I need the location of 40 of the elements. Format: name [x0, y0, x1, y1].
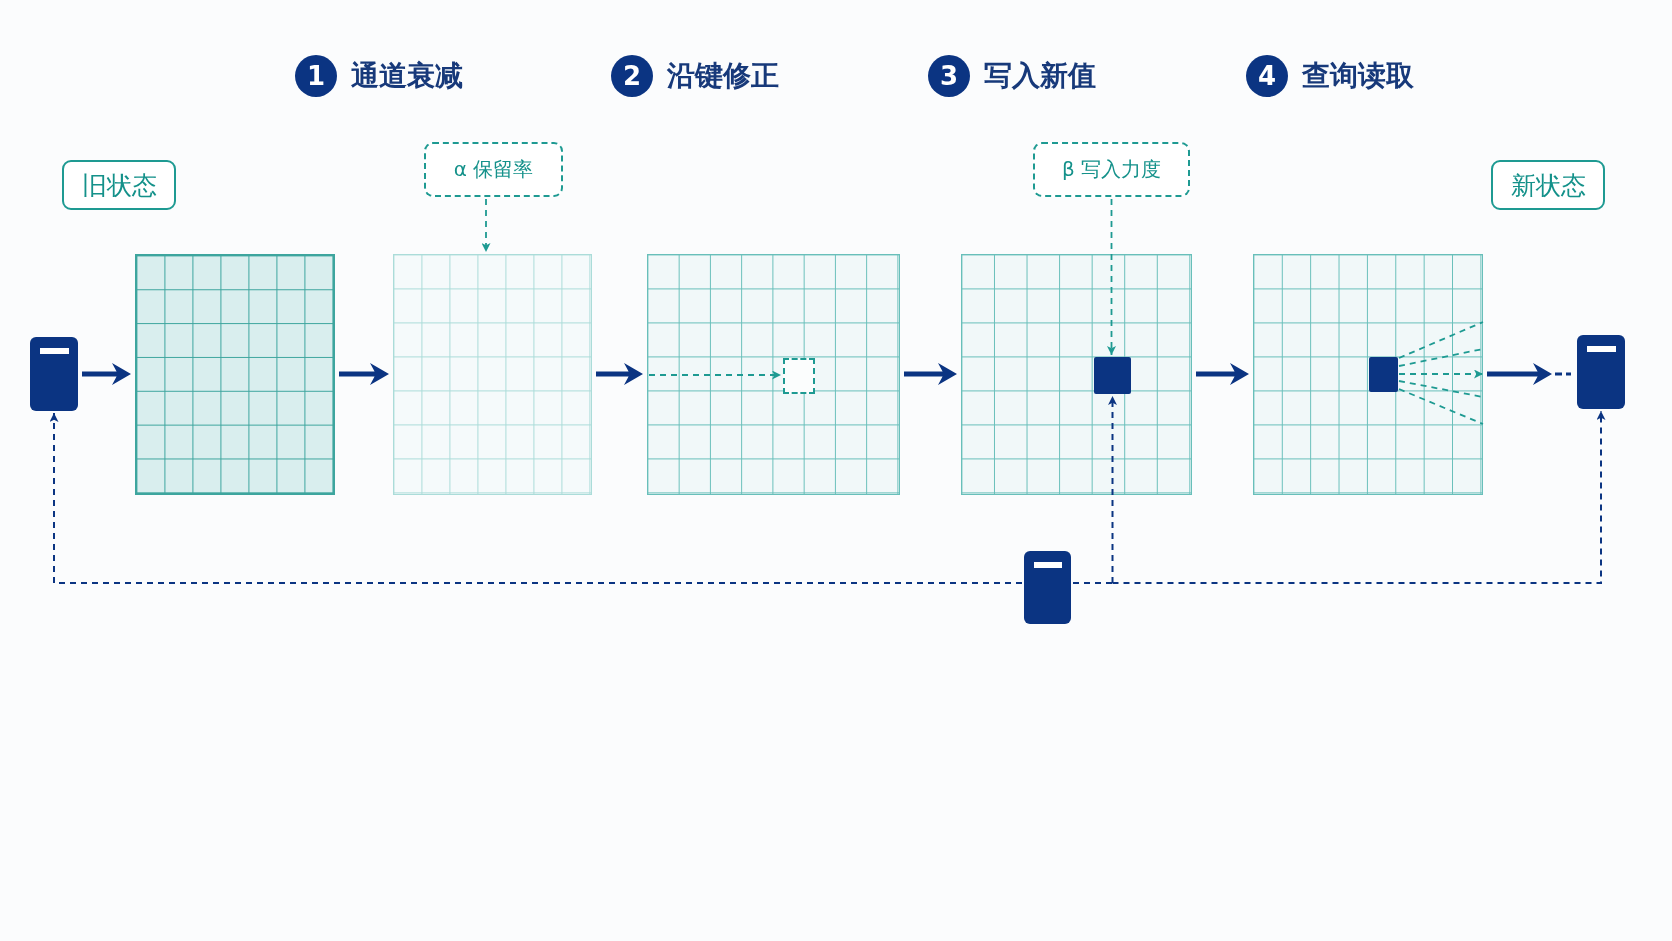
- dashed-label-box: α 保留率: [424, 142, 563, 197]
- dashed-arrow: [1107, 198, 1116, 356]
- filled-square: [1368, 356, 1398, 392]
- arrow: [1487, 363, 1571, 385]
- dashed-arrow: [49, 412, 1023, 584]
- grid: [647, 254, 900, 495]
- step-heading: 通道衰减: [351, 58, 463, 94]
- number-badge: 3: [928, 55, 970, 97]
- step-heading: 查询读取: [1302, 58, 1414, 94]
- dashed-line: [1398, 388, 1484, 425]
- device-icon: [1577, 335, 1625, 409]
- arrow: [904, 363, 957, 385]
- label-box: 旧状态: [62, 160, 176, 210]
- filled-square: [1093, 356, 1131, 394]
- grid: [393, 254, 592, 495]
- dashed-arrow: [1398, 369, 1484, 379]
- number-badge: 4: [1246, 55, 1288, 97]
- dashed-arrow: [1108, 395, 1117, 584]
- device-icon: [30, 337, 78, 411]
- label-box: 新状态: [1491, 160, 1605, 210]
- step-heading: 沿键修正: [667, 58, 779, 94]
- arrow: [82, 363, 131, 385]
- arrow: [596, 363, 643, 385]
- step-heading: 写入新值: [984, 58, 1096, 94]
- grid: [961, 254, 1192, 495]
- number-badge: 2: [611, 55, 653, 97]
- arrow: [339, 363, 389, 385]
- dashed-arrow: [648, 370, 782, 380]
- grid: [135, 254, 335, 495]
- dashed-line: [1398, 321, 1484, 359]
- device-icon: [1024, 551, 1071, 624]
- dashed-arrow: [1111, 410, 1606, 584]
- grid: [1253, 254, 1483, 495]
- arrow: [1196, 363, 1249, 385]
- dashed-square: [782, 357, 815, 394]
- dashed-line: [1398, 380, 1484, 398]
- dashed-label-box: β 写入力度: [1033, 142, 1190, 197]
- dashed-line: [1072, 582, 1114, 584]
- number-badge: 1: [295, 55, 337, 97]
- dashed-arrow: [481, 198, 491, 253]
